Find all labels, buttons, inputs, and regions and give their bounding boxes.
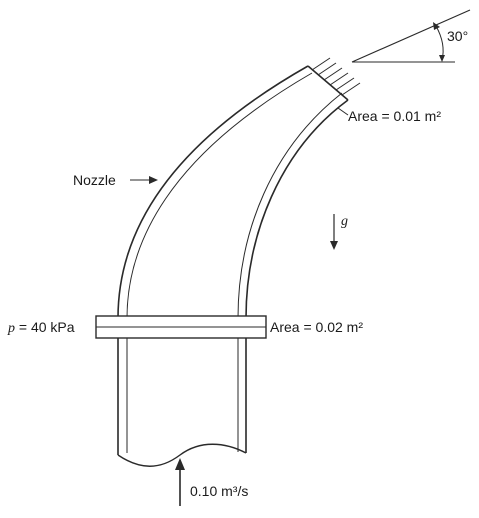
jet-lines bbox=[311, 57, 361, 96]
jet-direction-line bbox=[351, 9, 471, 63]
nozzle-inner-wall-right bbox=[237, 92, 343, 319]
nozzle-label: Nozzle bbox=[73, 172, 116, 188]
exit-area-label: Area = 0.01 m² bbox=[348, 108, 441, 124]
angle-arc bbox=[435, 25, 444, 61]
gravity-arrowhead bbox=[330, 241, 338, 250]
exit-area-leader bbox=[337, 107, 349, 116]
angle-arrowhead-top bbox=[433, 22, 440, 30]
pressure-symbol: p bbox=[7, 321, 15, 336]
nozzle-outer-wall-right bbox=[245, 99, 349, 319]
nozzle-pointer-arrowhead bbox=[149, 176, 158, 184]
angle-label: 30° bbox=[447, 28, 468, 44]
flow-rate-label: 0.10 m³/s bbox=[190, 483, 248, 499]
nozzle-inner-wall-left bbox=[126, 72, 313, 319]
flow-arrowhead bbox=[175, 458, 185, 470]
inlet-area-label: Area = 0.02 m² bbox=[270, 319, 363, 335]
angle-arrowhead-bottom bbox=[439, 55, 445, 62]
pressure-label: p = 40 kPa bbox=[7, 319, 75, 336]
pressure-value: = 40 kPa bbox=[15, 319, 75, 335]
pipe-break-line bbox=[117, 443, 247, 467]
nozzle-outer-wall-left bbox=[117, 65, 309, 319]
nozzle-exit-face bbox=[307, 65, 349, 101]
gravity-label: g bbox=[341, 214, 348, 229]
